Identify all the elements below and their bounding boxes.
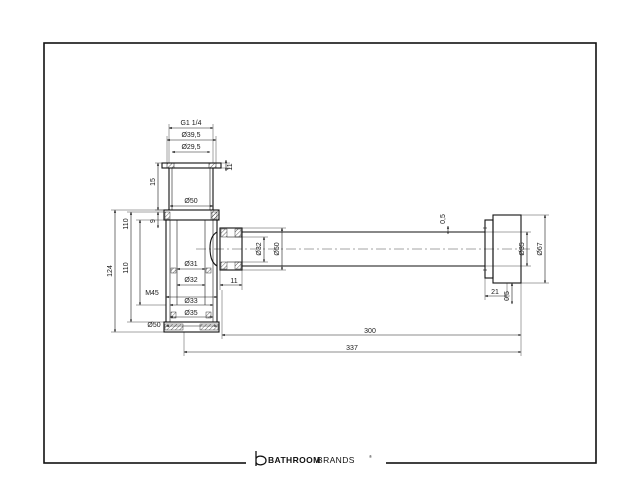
dim-thread-g1-1-4: G1 1/4 (180, 120, 201, 127)
dim-337: 337 (346, 345, 358, 352)
bottle-trap (161, 162, 222, 333)
dim-d39-5: Ø39,5 (181, 132, 200, 139)
upper-nut (163, 209, 220, 221)
dim-d67: Ø67 (537, 242, 544, 255)
dim-11-joint: 11 (230, 278, 237, 285)
dim-d35-body: Ø35 (184, 310, 197, 317)
dim-d32-body: Ø32 (184, 277, 197, 284)
dim-21: 21 (491, 289, 499, 296)
drawing-frame (43, 42, 597, 464)
top-flange (161, 162, 222, 169)
top-flange-seal-left (166, 162, 175, 169)
dimension-lines (111, 124, 549, 356)
brand-name-light: BRANDS (317, 455, 355, 465)
dim-d29-5: Ø29,5 (181, 144, 200, 151)
dim-d31: Ø31 (184, 261, 197, 268)
brand-logo: BATHROOM BRANDS ® (255, 451, 372, 466)
dim-110-inner: 110 (123, 262, 130, 273)
dim-d50-upper: Ø50 (184, 198, 197, 205)
base-cap (163, 321, 220, 333)
dim-11-top: 11 (227, 163, 234, 170)
dim-124: 124 (107, 265, 114, 277)
dim-15: 15 (150, 178, 157, 186)
bathroom-brands-b-logo-icon (255, 451, 267, 466)
dim-d50-joint: Ø50 (274, 242, 281, 255)
dim-m45: M45 (145, 290, 159, 297)
brand-name-bold: BATHROOM (268, 455, 321, 465)
dim-d33: Ø33 (184, 298, 197, 305)
top-flange-seal-right (208, 162, 217, 169)
footer-gap (246, 456, 386, 470)
brand-registered-mark: ® (369, 454, 372, 459)
dim-300: 300 (364, 328, 376, 335)
dim-110-outer: 110 (123, 218, 130, 229)
dimension-labels: G1 1/4 Ø39,5 Ø29,5 11 15 Ø50 9 110 110 1… (107, 120, 544, 352)
dim-d35-pipe: Ø35 (519, 242, 526, 255)
dim-d50-base: Ø50 (147, 322, 160, 329)
dim-0-5-top: 0,5 (440, 214, 447, 224)
dim-9: 9 (150, 219, 157, 223)
dim-d32-joint: Ø32 (256, 242, 263, 255)
dim-0-5-bottom: 0,5 (504, 291, 511, 301)
outlet-pipe-assembly (196, 209, 532, 284)
